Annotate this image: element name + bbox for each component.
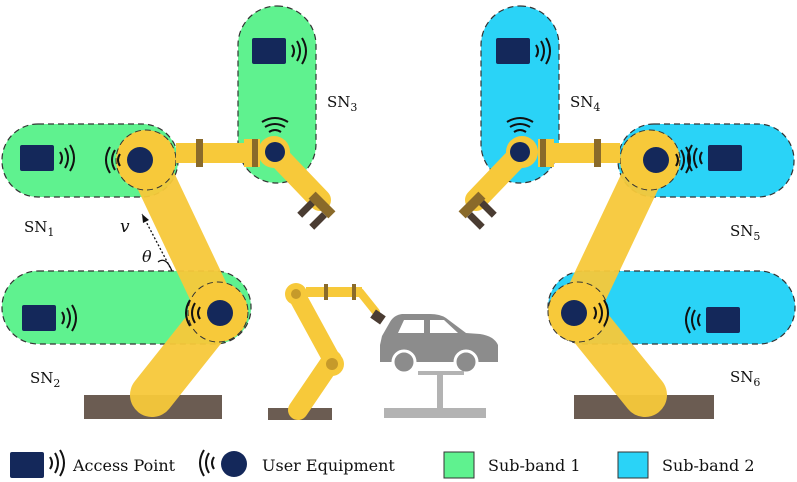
sn2-user-equipment-icon [185,299,233,327]
legend-subband2: Sub-band 2 [617,451,755,479]
velocity-label: v [120,217,130,237]
sn1-label: SN1 [24,218,54,239]
subband2-swatch [617,451,649,479]
legend-user-equipment: User Equipment [199,449,395,477]
sn3-user-equipment-icon [261,117,289,162]
sn5-label: SN5 [730,222,760,243]
sn6-user-equipment-icon [561,299,609,327]
sn4-label: SN4 [570,93,600,114]
legend-access-point: Access Point [10,449,176,478]
legend-access-point-label: Access Point [72,456,176,475]
legend-subband1: Sub-band 1 [443,451,581,479]
velocity-annotation: v θ [120,213,173,272]
sn2-label: SN2 [30,369,60,390]
subband1-swatch [443,451,475,479]
access-point-icon [10,452,44,478]
legend: Access Point User Equipment Sub-band 1 S… [10,449,755,479]
right-robot-arm [458,129,714,419]
car-on-lift [380,314,498,418]
angle-label: θ [142,247,152,266]
sn6-label: SN6 [730,368,760,389]
legend-subband1-label: Sub-band 1 [488,456,581,475]
left-robot-arm [84,129,336,419]
sn5-user-equipment-icon [643,146,691,174]
legend-user-equipment-label: User Equipment [262,456,395,475]
sn3-label: SN3 [327,93,357,114]
center-robot-arm [268,283,386,420]
sn1-user-equipment-icon [105,146,153,174]
user-equipment-icon [221,451,247,477]
legend-subband2-label: Sub-band 2 [662,456,755,475]
sn4-user-equipment-icon [506,117,534,162]
